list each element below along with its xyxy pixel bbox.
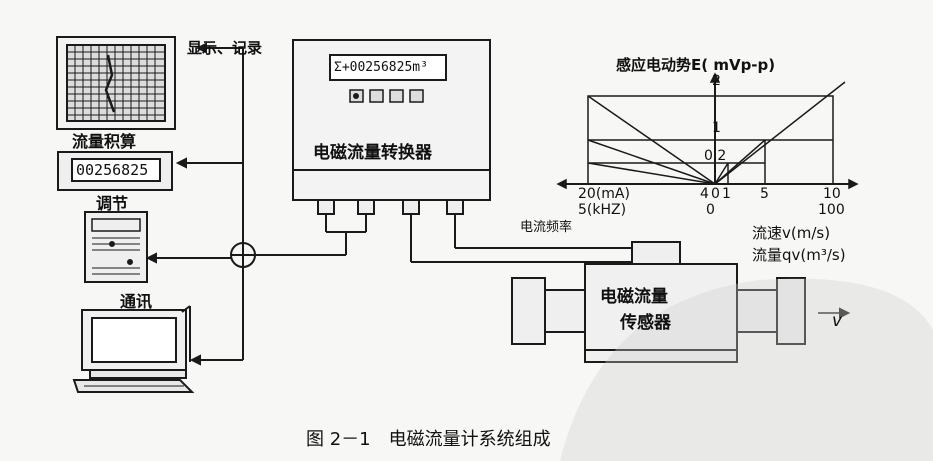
y-tick-1: 1 [712,120,721,136]
label-sensor-line2: 传感器 [620,313,671,333]
left-axis-frequency: 5(kHZ) [578,202,627,218]
computer-icon [72,305,195,393]
x-tick-1: 1 [722,186,731,202]
controller-icon [84,211,148,283]
sensor-body [511,241,806,363]
monitor-icon [56,36,176,130]
x-tick-0: 0 [711,186,720,202]
chart-title: 感应电动势E( mVp-p) [616,56,776,74]
label-flow-integration: 流量积算 [72,132,137,151]
emf-chart [556,72,859,190]
x-tick-10: 10 [823,186,841,202]
label-flow-direction: v [832,311,843,331]
y-tick-2: 2 [712,73,721,89]
x-label-flow: 流量qv(m³/s) [752,246,846,264]
label-current-frequency: 电流频率 [520,220,573,235]
label-display-record: 显示、记录 [187,39,263,57]
y-tick-0-2: 0.2 [704,148,727,164]
x-tick-4: 4 [700,186,709,202]
x-tick-flow-0: 0 [706,202,715,218]
converter-box [292,39,491,201]
x-label-velocity: 流速v(m/s) [752,224,831,242]
integrator-box [57,151,173,191]
x-tick-flow-100: 100 [818,202,845,218]
converter-display: Σ+00256825m³ [334,60,428,75]
label-adjust: 调节 [96,194,129,213]
label-converter: 电磁流量转换器 [313,143,432,163]
label-sensor-line1: 电磁流量 [600,287,668,307]
label-communication: 通讯 [120,292,153,311]
watermark-shape [560,278,933,461]
left-axis-current: 20(mA) [578,186,630,202]
figure-caption: 图 2－1 电磁流量计系统组成 [306,429,551,450]
integrator-display: 00256825 [76,161,149,179]
x-tick-5: 5 [760,186,769,202]
